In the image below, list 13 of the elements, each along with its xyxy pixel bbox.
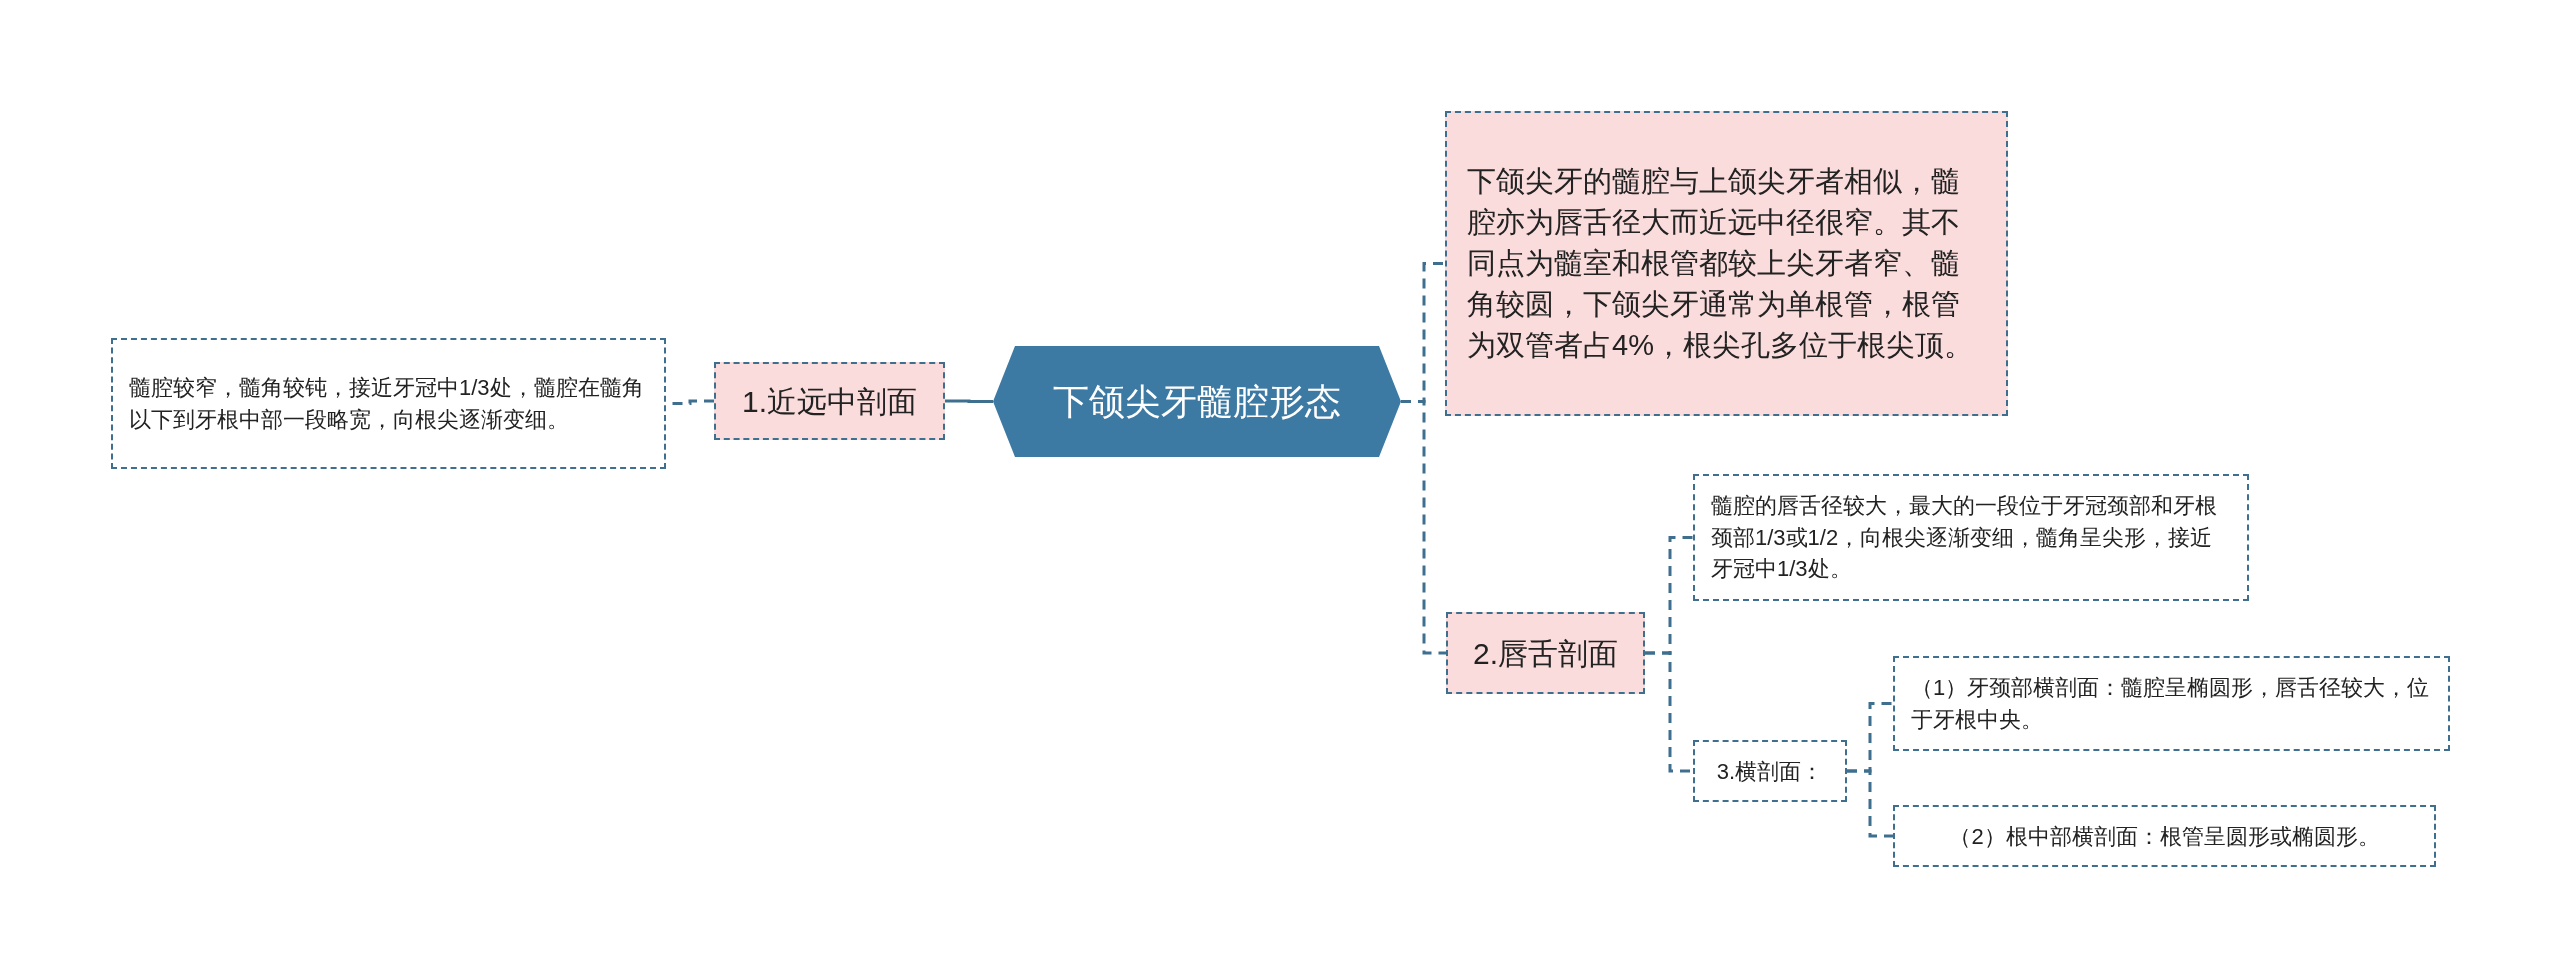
note-box: 下颌尖牙的髓腔与上颌尖牙者相似，髓腔亦为唇舌径大而近远中径很窄。其不同点为髓室和根管都较上尖牙者窄、髓角较圆，下颌尖牙通常为单根管，根管为双管者占4%，根尖孔多位于根尖顶。 xyxy=(1445,111,2008,416)
connector-line xyxy=(1645,651,1693,773)
connector-line xyxy=(1847,769,1893,838)
branch-box: 1.近远中剖面 xyxy=(714,362,945,440)
branch-box: 2.唇舌剖面 xyxy=(1446,612,1645,694)
note-box: 髓腔较窄，髓角较钝，接近牙冠中1/3处，髓腔在髓角以下到牙根中部一段略宽，向根尖逐渐变细。 xyxy=(111,338,666,469)
note-box: 髓腔的唇舌径较大，最大的一段位于牙冠颈部和牙根颈部1/3或1/2，向根尖逐渐变细，髓角呈尖形，接近牙冠中1/3处。 xyxy=(1693,474,2249,601)
connector-line xyxy=(1401,400,1446,655)
sub-branch-box: 3.横剖面： xyxy=(1693,740,1847,802)
topic-hexagon: 下颌尖牙髓腔形态 xyxy=(993,346,1401,457)
connector-line xyxy=(945,399,993,403)
note-box: （2）根中部横剖面：根管呈圆形或椭圆形。 xyxy=(1893,805,2436,867)
note-box: （1）牙颈部横剖面：髓腔呈椭圆形，唇舌径较大，位于牙根中央。 xyxy=(1893,656,2450,751)
